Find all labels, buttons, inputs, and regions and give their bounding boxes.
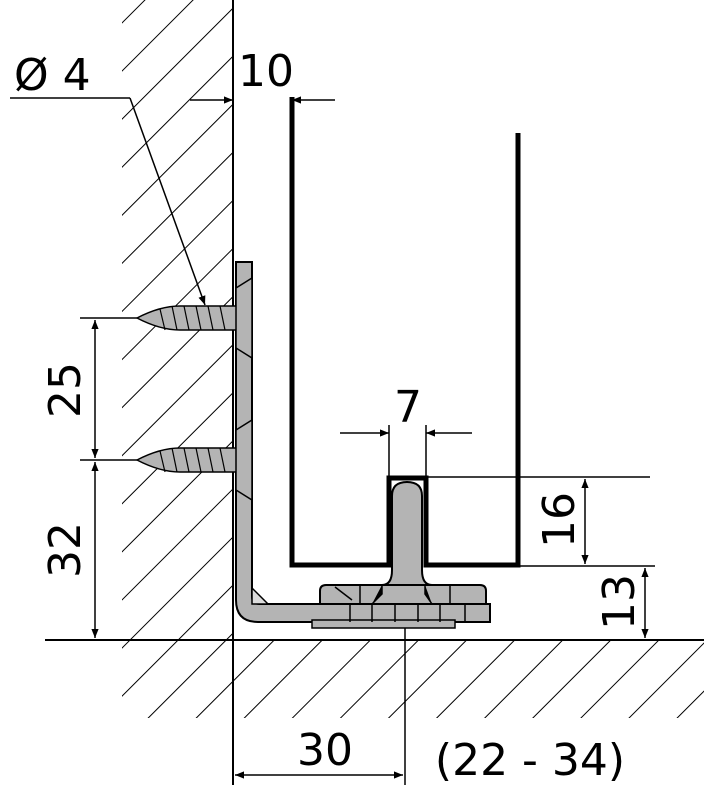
- label-slot-depth: 16: [534, 492, 585, 548]
- floor-section: [45, 639, 704, 718]
- panel-outline: [289, 97, 650, 568]
- label-screw-diameter: Ø 4: [14, 50, 91, 101]
- label-offset-range: (22 - 34): [435, 735, 625, 786]
- label-floor-clearance: 13: [594, 574, 645, 630]
- angle-bracket: [235, 261, 491, 623]
- label-slot-width: 7: [394, 382, 422, 433]
- floor-guide: [311, 480, 487, 629]
- label-screw-spacing: 25: [40, 362, 91, 418]
- label-wall-offset: 30: [297, 725, 353, 776]
- label-wall-gap: 10: [238, 46, 294, 97]
- dimension-lines: [10, 96, 655, 785]
- label-screw-height: 32: [40, 522, 91, 578]
- screw-upper: [135, 276, 253, 360]
- screw-lower: [135, 418, 253, 502]
